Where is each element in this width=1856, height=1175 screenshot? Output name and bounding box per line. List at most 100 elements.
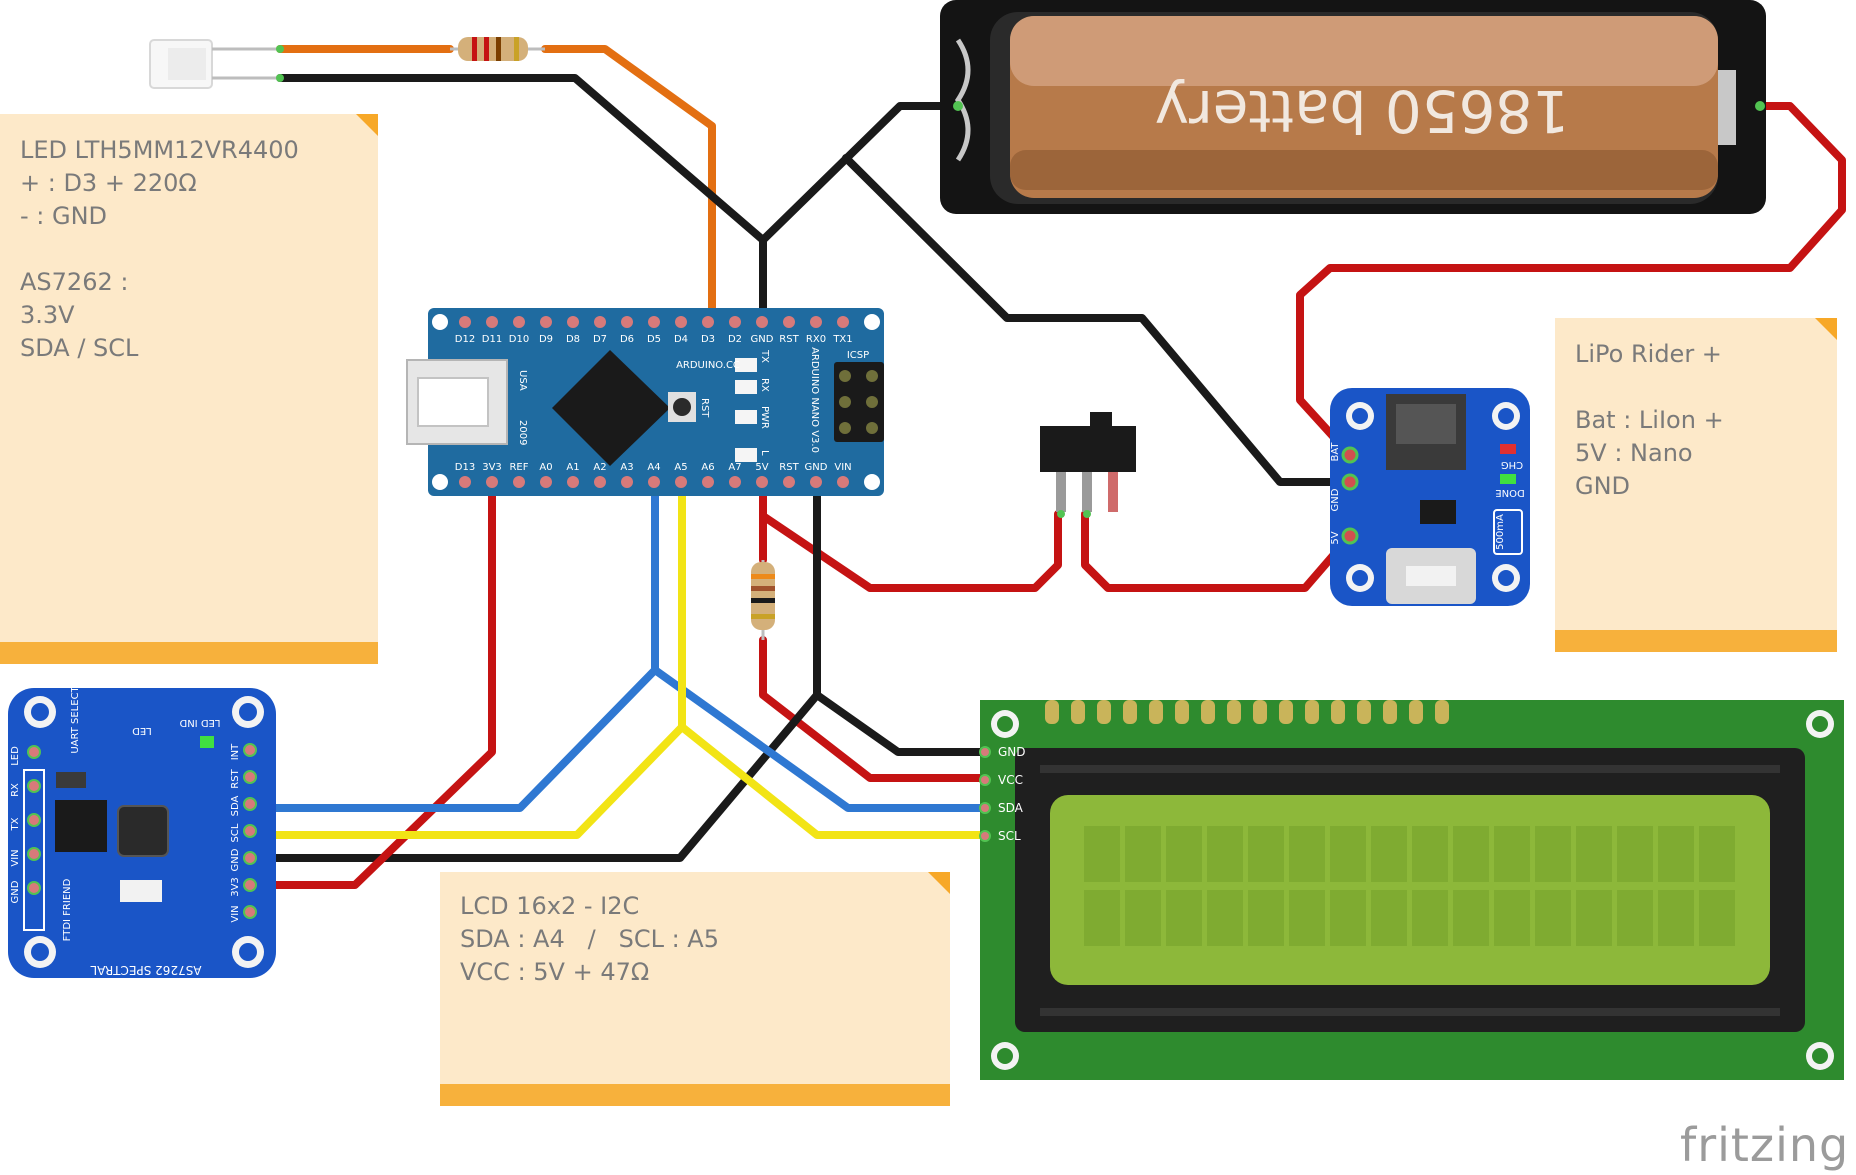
sensor-label-led: LED: [132, 725, 152, 736]
nano-pin-label: GND: [805, 462, 828, 473]
sensor-label-uart: UART SELECT: [70, 685, 81, 753]
lipo-label-done: DONE: [1495, 487, 1524, 498]
note-bar: [440, 1084, 950, 1106]
lcd-char-cell: [1535, 826, 1571, 882]
nano-led-l: L: [759, 450, 770, 456]
lcd-header-pin: [1123, 700, 1137, 724]
sensor-pin-led: [27, 745, 41, 759]
lcd-char-cell: [1248, 890, 1284, 946]
nano-pin-d6: [621, 316, 633, 328]
wire-black-battery: [759, 102, 962, 244]
lcd-pin-scl: [979, 830, 991, 842]
note-line: SDA : A4 / SCL : A5: [460, 925, 719, 953]
note-line: LCD 16x2 - I2C: [460, 892, 640, 920]
nano-pin-label: TX1: [832, 334, 852, 345]
nano-pin-label: D13: [455, 462, 475, 473]
lcd-char-cell: [1535, 890, 1571, 946]
nano-pin-label: D12: [455, 334, 475, 345]
sensor-pin-label: RST: [230, 768, 241, 788]
nano-pin-3v3: [486, 476, 498, 488]
wire-yellow-scl: [251, 476, 686, 839]
sensor-pin-gnd: [27, 881, 41, 895]
nano-led-rx: RX: [759, 378, 770, 392]
nano-pin-d11: [486, 316, 498, 328]
wire-blue-lcd-sda: [651, 666, 989, 812]
sensor-pin-label: LED: [10, 746, 21, 766]
nano-pin-rst: [783, 316, 795, 328]
lcd-header-pin: [1071, 700, 1085, 724]
nano-pin-label: D10: [509, 334, 529, 345]
note-line: LiPo Rider +: [1575, 340, 1722, 368]
nano-pin-ref: [513, 476, 525, 488]
nano-pin-d9: [540, 316, 552, 328]
nano-pin-a5: [675, 476, 687, 488]
lcd-header-pin: [1331, 700, 1345, 724]
sensor-pin-sda: [243, 797, 257, 811]
note-fold: [1815, 318, 1837, 340]
lcd-char-cell: [1494, 826, 1530, 882]
nano-pin-d3: [702, 316, 714, 328]
lcd-char-cell: [1453, 890, 1489, 946]
nano-pin-rx0: [810, 316, 822, 328]
nano-led-tx: TX: [759, 349, 770, 363]
nano-pin-d13: [459, 476, 471, 488]
nano-pin-label: A4: [647, 462, 660, 473]
lcd-char-cell: [1207, 890, 1243, 946]
note-line: LED LTH5MM12VR4400: [20, 136, 299, 164]
sensor-pin-rx: [27, 779, 41, 793]
nano-rst-label: RST: [699, 398, 710, 418]
sensor-pin-label: SCL: [230, 823, 241, 842]
nano-led-pwr: PWR: [759, 406, 770, 429]
lcd-char-cell: [1371, 826, 1407, 882]
note-line: Bat : LiIon +: [1575, 406, 1724, 434]
lcd-header-pin: [1383, 700, 1397, 724]
lcd-header-pin: [1097, 700, 1111, 724]
sensor-pin-vin: [243, 905, 257, 919]
lcd-char-cell: [1699, 890, 1735, 946]
nano-pin-d2: [729, 316, 741, 328]
resistor-47: [751, 560, 775, 640]
sensor-pin-rst: [243, 770, 257, 784]
lcd-char-cell: [1166, 826, 1202, 882]
nano-pin-label: A2: [593, 462, 606, 473]
sensor-pin-label: VIN: [230, 905, 241, 922]
nano-pin-a2: [594, 476, 606, 488]
nano-pin-label: D4: [674, 334, 688, 345]
nano-pin-label: RST: [779, 334, 799, 345]
nano-pin-label: A0: [539, 462, 552, 473]
wire-blue-sda: [251, 476, 659, 812]
lcd-char-cell: [1658, 890, 1694, 946]
lcd-header-pin: [1435, 700, 1449, 724]
lcd-char-cell: [1125, 890, 1161, 946]
lcd-header-pin: [1409, 700, 1423, 724]
nano-pin-label: D6: [620, 334, 634, 345]
nano-pin-label: D9: [539, 334, 553, 345]
wire-yellow-lcd-scl: [678, 723, 989, 839]
lcd-char-cell: [1207, 826, 1243, 882]
lcd-character-grid: [1084, 826, 1735, 946]
lcd-char-cell: [1699, 826, 1735, 882]
sensor-pin-label: RX: [10, 783, 21, 797]
lcd-char-cell: [1166, 890, 1202, 946]
lcd-header-pin: [1045, 700, 1059, 724]
sensor-label-led-ind: LED IND: [179, 717, 220, 728]
lcd-char-cell: [1412, 826, 1448, 882]
sensor-pin-label: SDA: [230, 795, 241, 816]
wires: [251, 45, 1846, 889]
sensor-pin-label: GND: [230, 848, 241, 871]
nano-pin-gnd: [756, 316, 768, 328]
nano-icsp-label: ICSP: [847, 350, 869, 361]
nano-pin-label: D3: [701, 334, 715, 345]
lcd-char-cell: [1412, 890, 1448, 946]
lcd-pin-label: GND: [998, 745, 1026, 759]
lipo-pin-gnd: GND: [1330, 488, 1341, 511]
fritzing-logo: fritzing: [1680, 1118, 1850, 1172]
lcd-char-cell: [1084, 890, 1120, 946]
